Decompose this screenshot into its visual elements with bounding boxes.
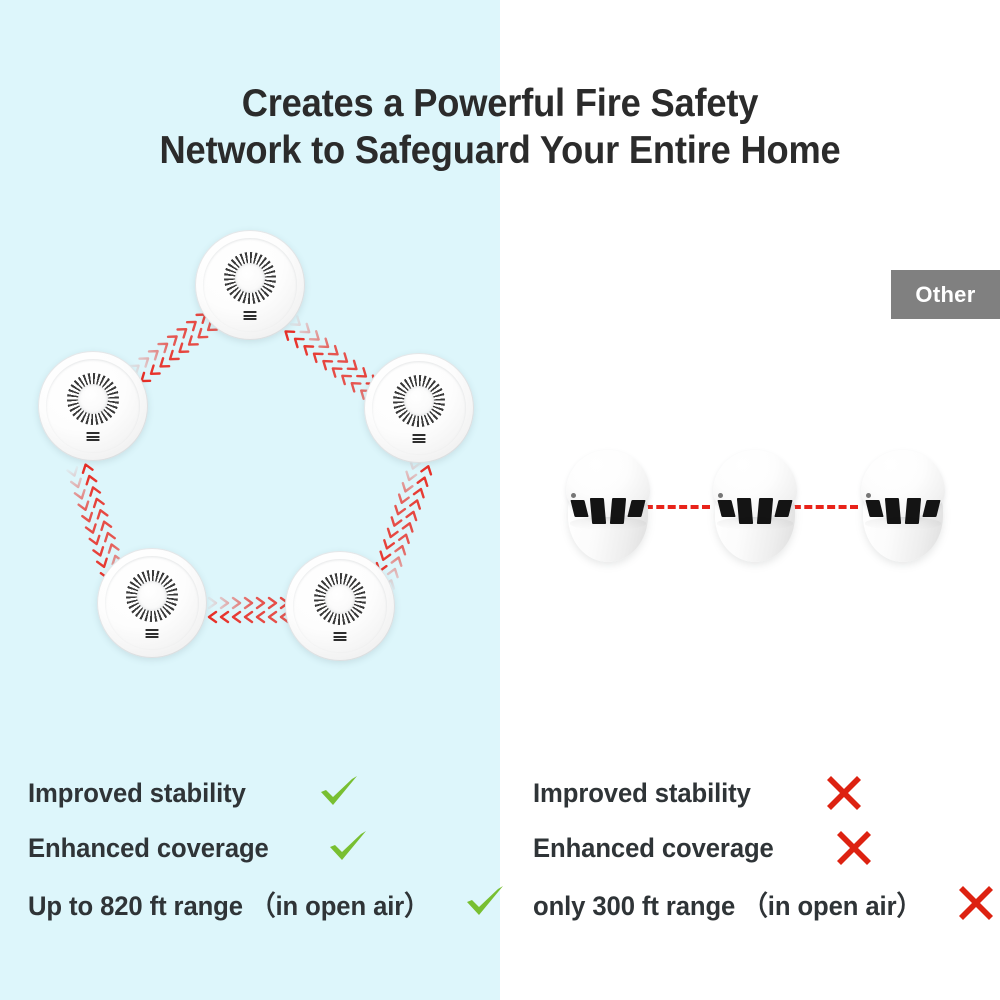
dome-screw-icon xyxy=(866,492,871,498)
detector-vent-center xyxy=(78,384,108,415)
feature-label: Enhanced coverage xyxy=(28,832,269,863)
smoke-detector-node-bottom-right xyxy=(285,551,395,661)
detector-vent-ring xyxy=(126,570,178,623)
smoke-detector-node-bottom-left xyxy=(97,548,207,658)
check-icon xyxy=(317,773,361,813)
dome-lip xyxy=(865,517,941,530)
smoke-detector-node-top xyxy=(195,230,305,340)
check-icon xyxy=(326,828,370,868)
cross-icon xyxy=(834,828,874,868)
detector-vent-ring xyxy=(314,573,366,626)
feature-row: only 300 ft range （in open air） xyxy=(533,881,996,925)
brand-logo-icon xyxy=(333,632,347,642)
dashed-link-2 xyxy=(770,505,858,509)
cross-icon xyxy=(824,773,864,813)
smoke-detector-node-left xyxy=(38,351,148,461)
link-right-bottomright xyxy=(371,459,433,590)
dome-screw-icon xyxy=(718,492,723,498)
dome-screw-icon xyxy=(571,492,576,498)
feature-label: Improved stability xyxy=(533,777,751,808)
daisy-chain-diagram xyxy=(500,0,1000,1000)
dome-smoke-detector-3 xyxy=(853,443,953,567)
brand-logo-icon xyxy=(243,311,257,321)
feature-row: Enhanced coverage xyxy=(533,826,874,870)
feature-row: Up to 820 ft range （in open air） xyxy=(28,881,507,925)
cross-icon xyxy=(956,883,996,923)
feature-row: Improved stability xyxy=(28,771,361,815)
detector-vent-ring xyxy=(224,252,276,305)
detector-vent-center xyxy=(404,386,434,417)
feature-label: Up to 820 ft range （in open air） xyxy=(28,890,430,921)
feature-label: Enhanced coverage xyxy=(533,832,774,863)
feature-label: Improved stability xyxy=(28,777,246,808)
headline-line-2: Network to Safeguard Your Entire Home xyxy=(159,129,841,172)
detector-vent-center xyxy=(325,584,355,615)
brand-logo-icon xyxy=(412,434,426,444)
smoke-detector-node-right xyxy=(364,353,474,463)
feature-row: Enhanced coverage xyxy=(28,826,370,870)
headline-line-1: Creates a Powerful Fire Safety xyxy=(241,82,759,125)
dome-smoke-detector-2 xyxy=(705,443,805,567)
detector-vent-ring xyxy=(393,375,445,428)
mesh-network-diagram xyxy=(38,230,474,661)
brand-logo-icon xyxy=(86,432,100,442)
detector-vent-ring xyxy=(67,373,119,426)
detector-vent-center xyxy=(235,263,265,294)
dome-lip xyxy=(717,517,793,530)
dome-lip xyxy=(570,517,646,530)
feature-row: Improved stability xyxy=(533,771,864,815)
other-label-badge: Other xyxy=(891,270,1000,319)
dome-smoke-detector-1 xyxy=(558,443,658,567)
check-icon xyxy=(463,883,507,923)
brand-logo-icon xyxy=(145,629,159,639)
page-title: Creates a Powerful Fire Safety Network t… xyxy=(35,80,965,174)
feature-label: only 300 ft range （in open air） xyxy=(533,890,923,921)
detector-vent-center xyxy=(137,581,167,612)
dashed-link-1 xyxy=(622,505,710,509)
